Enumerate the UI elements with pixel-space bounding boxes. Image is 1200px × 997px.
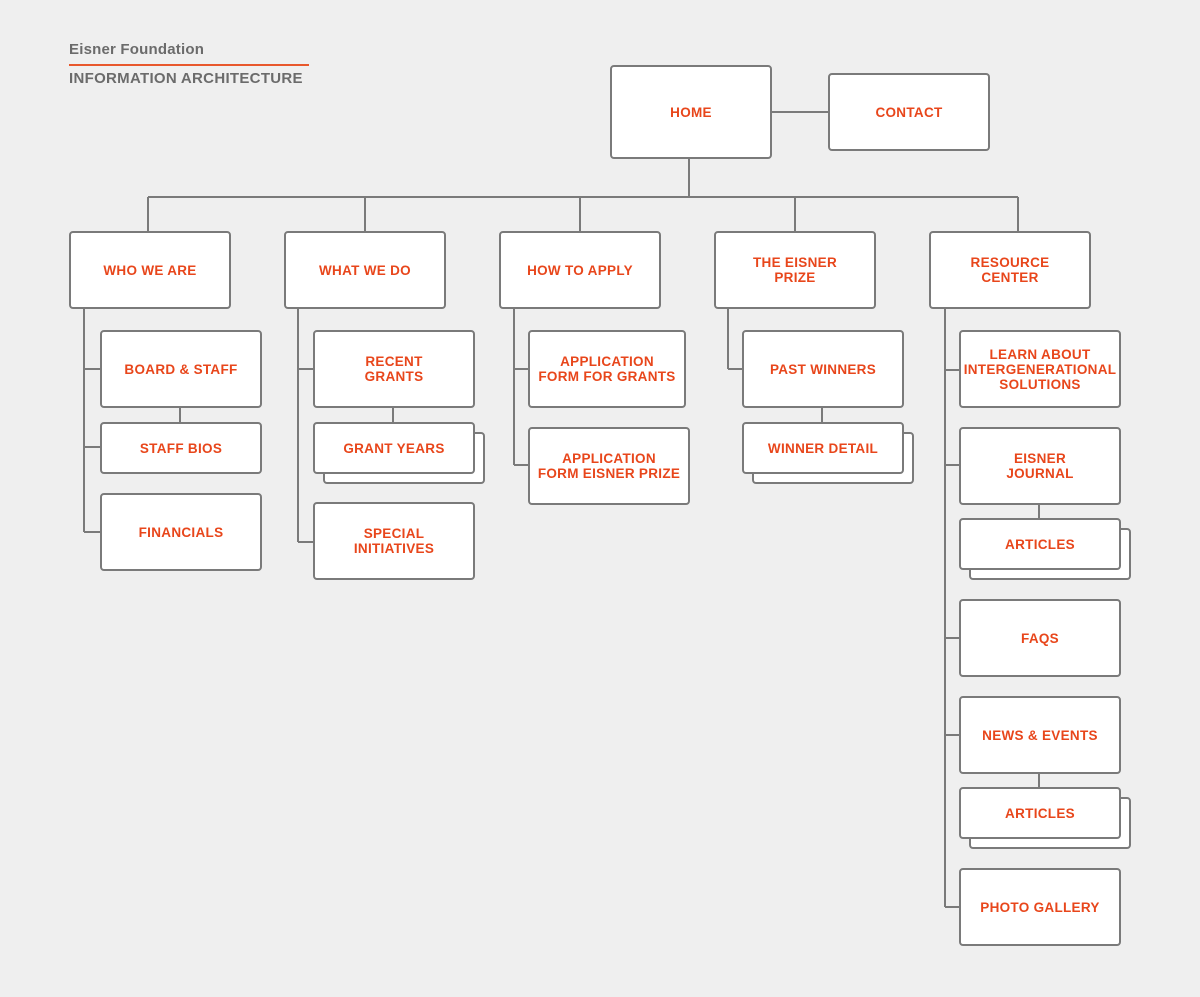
node-label-line: GRANTS: [364, 369, 424, 384]
node-label-line: WINNER DETAIL: [767, 440, 879, 456]
node-label-line: INITIATIVES: [353, 541, 435, 556]
node-label-line: APPLICATION: [560, 354, 654, 369]
node-label-line: INTERGENERATIONAL: [963, 361, 1117, 377]
node-label-line: THE EISNER: [752, 255, 837, 270]
node-home[interactable]: HOME: [610, 65, 772, 159]
node-label-line: NEWS & EVENTS: [982, 727, 1098, 743]
node-label-line: APPLICATION: [562, 451, 656, 466]
node-board-staff[interactable]: BOARD & STAFF: [100, 330, 262, 408]
node-label-line: BOARD & STAFF: [124, 361, 238, 377]
node-label: ARTICLES: [1005, 537, 1075, 552]
node-faqs[interactable]: FAQS: [959, 599, 1121, 677]
node-label-line: ARTICLES: [1005, 536, 1075, 552]
node-label: CONTACT: [875, 105, 942, 120]
node-label-line: JOURNAL: [1006, 466, 1074, 481]
node-label-line: PHOTO GALLERY: [980, 899, 1100, 915]
node-contact[interactable]: CONTACT: [828, 73, 990, 151]
node-label-line: FAQS: [1021, 630, 1059, 646]
node-label-line: HOME: [670, 104, 712, 120]
node-how-to-apply[interactable]: HOW TO APPLY: [499, 231, 661, 309]
node-financials[interactable]: FINANCIALS: [100, 493, 262, 571]
node-label: FAQS: [1021, 631, 1059, 646]
node-label-line: PRIZE: [774, 270, 816, 285]
node-who-we-are[interactable]: WHO WE ARE: [69, 231, 231, 309]
node-label: FINANCIALS: [139, 525, 224, 540]
node-past-winners[interactable]: PAST WINNERS: [742, 330, 904, 408]
node-label-line: PAST WINNERS: [769, 361, 877, 377]
node-label-line: WHO WE ARE: [103, 262, 197, 278]
node-label-line: RESOURCE: [970, 255, 1050, 270]
node-label-line: STAFF BIOS: [139, 440, 223, 456]
node-label: NEWS & EVENTS: [982, 728, 1098, 743]
node-label-line: WHAT WE DO: [319, 262, 411, 278]
node-label-line: GRANT YEARS: [343, 440, 445, 456]
node-photo-gallery[interactable]: PHOTO GALLERY: [959, 868, 1121, 946]
node-label: WINNER DETAIL: [768, 441, 878, 456]
node-label-line: EISNER: [1013, 451, 1067, 466]
node-grant-years[interactable]: GRANT YEARS: [313, 422, 475, 474]
node-label: PAST WINNERS: [770, 362, 876, 377]
node-staff-bios[interactable]: STAFF BIOS: [100, 422, 262, 474]
node-label-line: SOLUTIONS: [999, 376, 1081, 392]
diagram-title: INFORMATION ARCHITECTURE: [69, 70, 303, 87]
organization-name: Eisner Foundation: [69, 41, 205, 58]
node-label-line: FINANCIALS: [138, 524, 224, 540]
node-label-line: CENTER: [981, 270, 1039, 285]
node-label-line: FORM EISNER PRIZE: [537, 466, 681, 481]
node-label: ARTICLES: [1005, 806, 1075, 821]
node-what-we-do[interactable]: WHAT WE DO: [284, 231, 446, 309]
accent-rule: [69, 64, 309, 66]
node-label-line: HOW TO APPLY: [527, 262, 633, 278]
diagram-header: Eisner Foundation INFORMATION ARCHITECTU…: [69, 40, 309, 89]
node-label: WHO WE ARE: [103, 263, 196, 278]
node-label-line: ARTICLES: [1005, 805, 1075, 821]
node-winner-detail[interactable]: WINNER DETAIL: [742, 422, 904, 474]
node-label: STAFF BIOS: [140, 441, 222, 456]
node-label: WHAT WE DO: [319, 263, 411, 278]
node-label-line: FORM FOR GRANTS: [538, 369, 676, 384]
node-news-articles[interactable]: ARTICLES: [959, 787, 1121, 839]
node-label: PHOTO GALLERY: [980, 900, 1099, 915]
node-journal-articles[interactable]: ARTICLES: [959, 518, 1121, 570]
node-label: GRANT YEARS: [343, 441, 444, 456]
node-label: BOARD & STAFF: [124, 362, 237, 377]
node-label-line: RECENT: [365, 354, 423, 369]
node-label-line: SPECIAL: [363, 526, 425, 541]
node-label-line: LEARN ABOUT: [989, 346, 1091, 362]
node-news-events[interactable]: NEWS & EVENTS: [959, 696, 1121, 774]
node-label-line: CONTACT: [875, 104, 943, 120]
node-label: HOW TO APPLY: [527, 263, 633, 278]
node-label: HOME: [670, 105, 712, 120]
